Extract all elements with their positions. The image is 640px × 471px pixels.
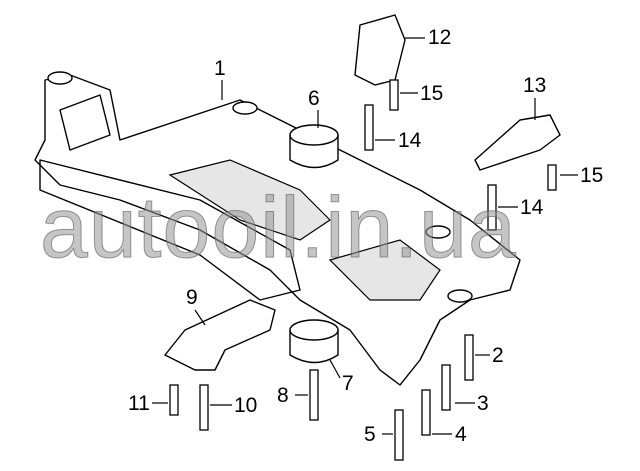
callout-7: 7 xyxy=(342,372,354,395)
callout-5: 5 xyxy=(364,423,376,446)
callout-15b: 15 xyxy=(580,164,604,187)
callout-10: 10 xyxy=(234,394,258,417)
bracket-12 xyxy=(354,14,406,86)
callout-12: 12 xyxy=(428,26,452,49)
callout-15: 15 xyxy=(420,82,444,105)
bushing-7 xyxy=(289,319,339,364)
callout-11: 11 xyxy=(128,392,150,415)
bolts xyxy=(169,79,557,461)
callout-9: 9 xyxy=(186,286,198,309)
leader-lines xyxy=(152,37,578,435)
watermark: autooil.in.ua xyxy=(40,180,517,276)
callout-13: 13 xyxy=(523,74,547,97)
callout-6: 6 xyxy=(308,87,320,110)
callout-14b: 14 xyxy=(520,196,544,219)
bushing-6 xyxy=(289,124,339,169)
mount-9 xyxy=(164,299,276,371)
callout-2: 2 xyxy=(492,344,504,367)
callout-4: 4 xyxy=(455,423,467,446)
callout-3: 3 xyxy=(477,392,489,415)
callout-8: 8 xyxy=(277,384,289,407)
callout-14: 14 xyxy=(398,129,422,152)
bracket-13 xyxy=(474,114,561,171)
front-subframe xyxy=(34,71,521,386)
callout-1: 1 xyxy=(214,57,226,80)
